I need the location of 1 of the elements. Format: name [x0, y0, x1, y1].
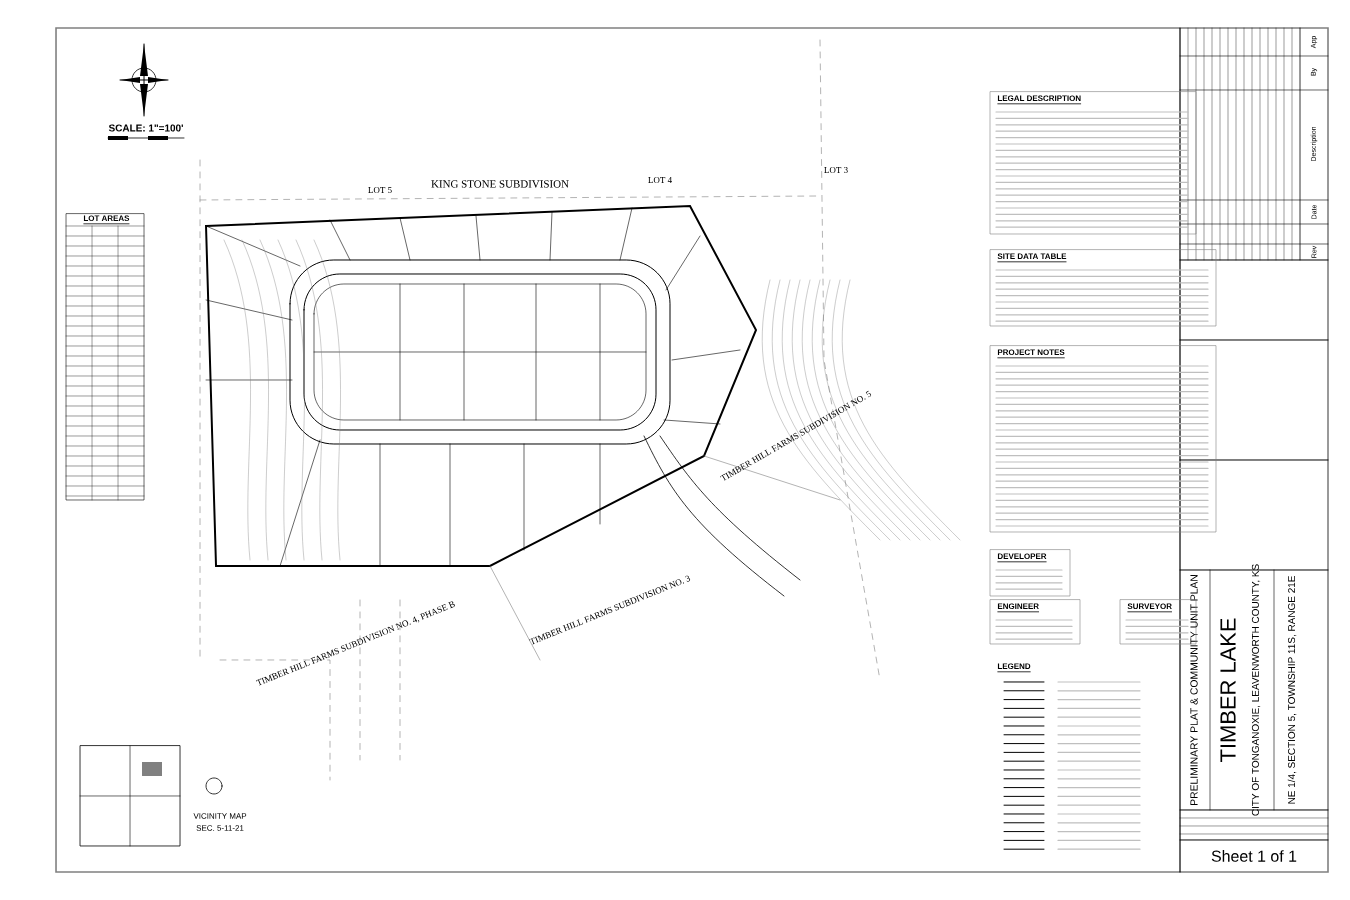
project-title: TIMBER LAKE	[1220, 618, 1236, 762]
